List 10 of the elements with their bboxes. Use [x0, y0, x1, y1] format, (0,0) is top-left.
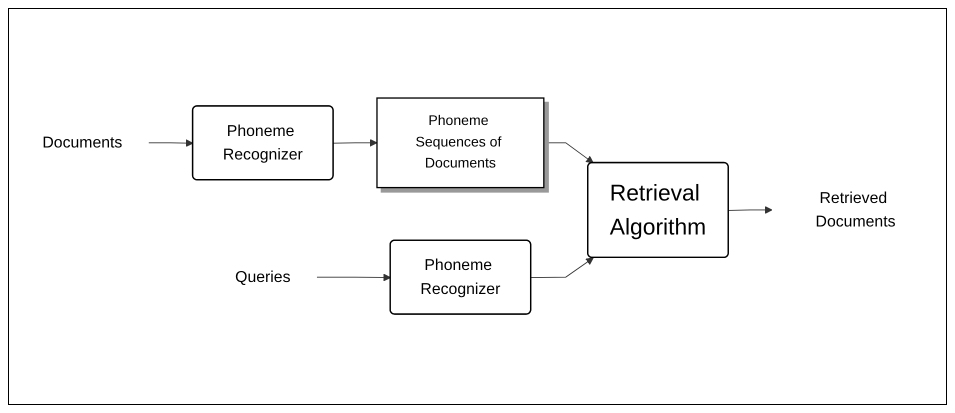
arrow	[316, 274, 391, 282]
arrow	[333, 139, 378, 148]
node-text: Documents	[42, 134, 122, 152]
arrow	[728, 206, 772, 214]
arrow	[530, 258, 594, 278]
node-text: Queries	[235, 268, 290, 286]
arrow	[148, 140, 194, 148]
node-box: Phoneme Sequences of Documents	[376, 98, 544, 189]
arrow	[543, 142, 594, 164]
node-text: Retrieved Documents	[816, 189, 896, 231]
